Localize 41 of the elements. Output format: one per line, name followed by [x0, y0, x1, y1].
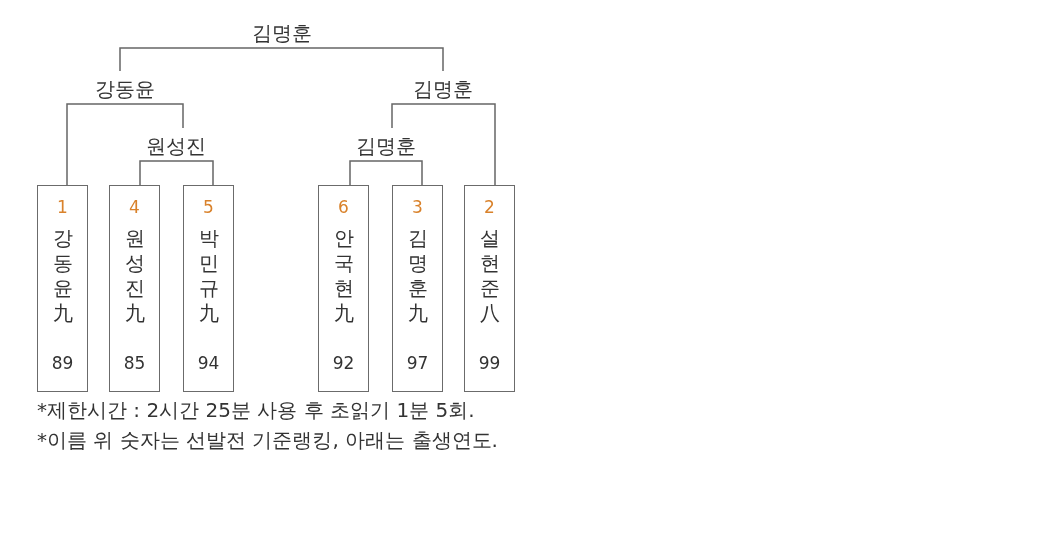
player-name: 강동윤九 [52, 226, 73, 326]
winner-name: 김명훈 [250, 15, 314, 48]
note-text: *제한시간 : 2시간 25분 사용 후 초읽기 1분 5회. [37, 398, 475, 422]
birth-year: 89 [50, 352, 75, 374]
bracket-line [442, 103, 496, 186]
birth-year: 92 [331, 352, 356, 374]
seed-number: 3 [411, 196, 424, 218]
bracket-line [281, 47, 444, 72]
birth-year: 94 [196, 352, 221, 374]
player-name: 김명훈九 [407, 226, 428, 326]
note-text: *이름 위 숫자는 선발전 기준랭킹, 아래는 출생연도. [37, 428, 498, 452]
player-name: 설현준八 [479, 226, 500, 326]
winner-name: 김명훈 [411, 71, 475, 104]
birth-year: 85 [122, 352, 147, 374]
player-card [37, 185, 88, 392]
bracket-line [66, 103, 126, 186]
player-card [318, 185, 369, 392]
winner-name: 김명훈 [354, 128, 418, 161]
player-name: 안국현九 [333, 226, 354, 326]
bracket-line [119, 47, 283, 72]
seed-number: 4 [128, 196, 141, 218]
bracket-line [349, 160, 387, 186]
seed-number: 6 [337, 196, 350, 218]
bracket-line [391, 103, 444, 129]
winner-name: 원성진 [144, 128, 208, 161]
player-card [109, 185, 160, 392]
player-name: 원성진九 [124, 226, 145, 326]
bracket-line [385, 160, 423, 186]
player-card [183, 185, 234, 392]
player-card [464, 185, 515, 392]
seed-number: 5 [202, 196, 215, 218]
seed-number: 1 [56, 196, 69, 218]
birth-year: 99 [477, 352, 502, 374]
bracket-line [124, 103, 184, 129]
player-card [392, 185, 443, 392]
birth-year: 97 [405, 352, 430, 374]
winner-name: 강동윤 [93, 71, 157, 104]
player-name: 박민규九 [198, 226, 219, 326]
seed-number: 2 [483, 196, 496, 218]
bracket-line [175, 160, 214, 186]
bracket-line [139, 160, 177, 186]
